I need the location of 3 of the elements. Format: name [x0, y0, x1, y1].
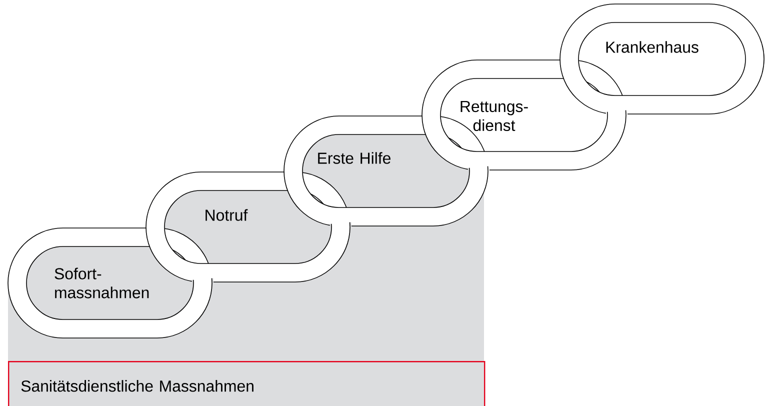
chain-link: Rettungs- dienst [422, 60, 626, 170]
section-box: Sanitätsdienstliche Massnahmen [8, 361, 486, 406]
chain-link: Krankenhaus [560, 4, 764, 114]
